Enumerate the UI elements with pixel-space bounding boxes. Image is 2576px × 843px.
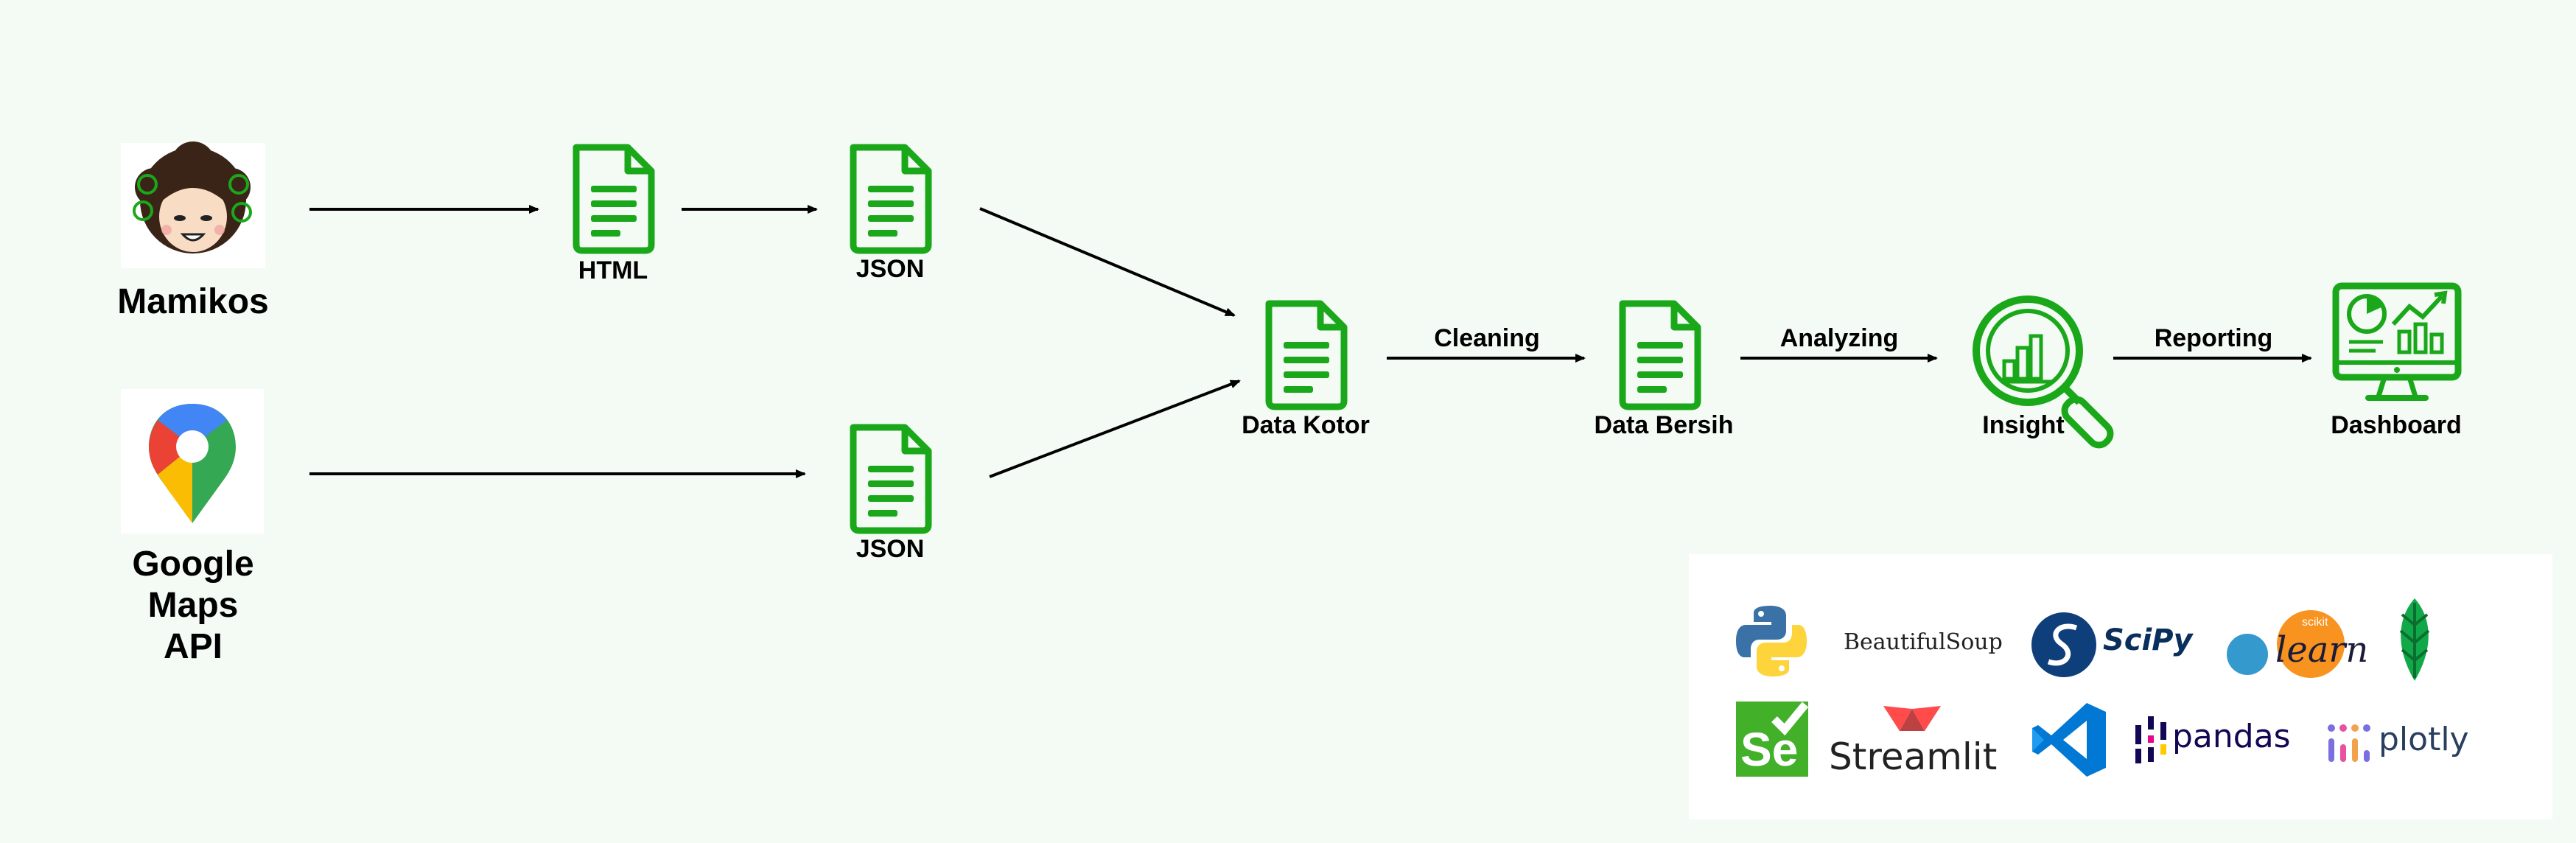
json-bottom-label: JSON	[855, 535, 925, 563]
json-bottom-document-icon	[853, 427, 928, 531]
data-kotor-document-icon	[1269, 304, 1344, 407]
json-top-document-icon	[853, 147, 928, 251]
green-leaf-logo-icon	[2399, 598, 2430, 681]
beautifulsoup-logo-text: BeautifulSoup	[1844, 629, 2003, 655]
google-maps-label-line: Google	[132, 545, 254, 584]
scikit-learn-logo-icon	[2227, 610, 2345, 678]
streamlit-logo-icon	[1883, 706, 1941, 731]
selenium-logo-text: Se	[1740, 723, 1799, 776]
data-bersih-label: Data Bersih	[1594, 411, 1734, 439]
google-maps-label-line: API	[163, 627, 223, 666]
vscode-logo-icon	[2032, 703, 2106, 777]
data-bersih-document-icon	[1623, 304, 1698, 407]
python-logo-icon	[1736, 606, 1807, 676]
scipy-logo-icon	[2031, 612, 2096, 677]
insight-label: Insight	[1982, 411, 2065, 439]
mamikos-label: Mamikos	[117, 282, 269, 321]
scikit-learn-logo-text: learn	[2275, 629, 2369, 671]
json-top-label: JSON	[855, 255, 925, 283]
tools-panel: BeautifulSoup SciPy scikit learn Se Stre…	[1689, 554, 2552, 819]
plotly-logo-icon	[2328, 724, 2370, 762]
data-kotor-label: Data Kotor	[1242, 411, 1370, 439]
dashboard-monitor-icon	[2332, 282, 2462, 401]
arrow-json-bottom-to-data-kotor	[989, 379, 1241, 478]
google-maps-label-line: Maps	[147, 586, 239, 625]
google-maps-label: Google Maps API	[83, 544, 304, 668]
dashboard-label: Dashboard	[2331, 411, 2462, 439]
streamlit-logo-text: Streamlit	[1829, 735, 1998, 778]
selenium-logo-icon: Se	[1736, 702, 1809, 777]
html-label: HTML	[578, 256, 648, 284]
scipy-logo-text: SciPy	[2103, 623, 2193, 657]
pandas-logo-text: pandas	[2172, 718, 2291, 755]
mamikos-logo-icon	[121, 141, 265, 268]
pandas-logo-icon	[2135, 716, 2166, 763]
insight-magnifier-icon	[1973, 295, 2114, 449]
cleaning-edge-label: Cleaning	[1434, 324, 1540, 352]
checkmark-icon	[1771, 702, 1809, 736]
scikit-learn-logo-small-text: scikit	[2302, 616, 2328, 629]
plotly-logo-text: plotly	[2379, 721, 2469, 758]
reporting-edge-label: Reporting	[2154, 324, 2273, 352]
analyzing-edge-label: Analyzing	[1779, 324, 1899, 352]
html-document-icon	[576, 147, 651, 251]
google-maps-logo-icon	[121, 389, 264, 534]
arrow-json-top-to-data-kotor	[979, 207, 1236, 317]
